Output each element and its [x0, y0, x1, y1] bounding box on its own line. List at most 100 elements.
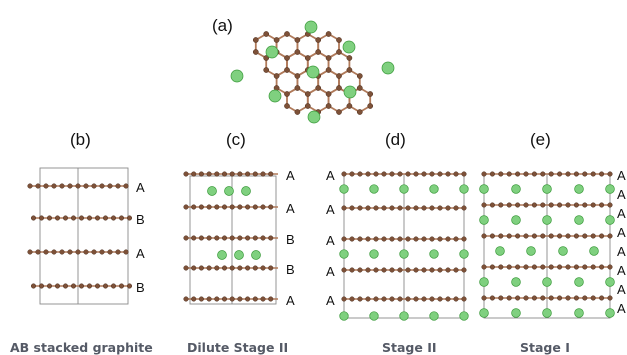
- lithium-atom: [511, 215, 521, 225]
- lithium-atoms-e: [479, 184, 615, 318]
- carbon-atom: [43, 183, 49, 189]
- carbon-atom: [573, 295, 579, 301]
- carbon-atom: [437, 267, 443, 273]
- panel-b: (b) A B A B AB stacked graphite: [10, 130, 153, 355]
- carbon-atom: [421, 205, 427, 211]
- carbon-atom: [389, 205, 395, 211]
- carbon-atom: [389, 267, 395, 273]
- carbon-atom: [252, 171, 258, 177]
- panel-c-label: (c): [226, 130, 246, 149]
- carbon-atom: [367, 103, 374, 109]
- carbon-atom: [445, 171, 451, 177]
- layer-label-b-2: B: [136, 212, 145, 227]
- carbon-atom: [229, 235, 235, 241]
- layer-label-d-1: A: [326, 168, 335, 183]
- carbon-atom: [341, 296, 347, 302]
- carbon-atom: [349, 236, 355, 242]
- graphene-layers-d: [341, 171, 467, 302]
- carbon-atom: [582, 171, 588, 177]
- carbon-atom: [349, 296, 355, 302]
- carbon-atom: [70, 283, 77, 289]
- caption-d: Stage II: [382, 340, 437, 355]
- carbon-atom: [75, 249, 81, 255]
- hexagon-ring: [306, 86, 330, 114]
- carbon-atom: [356, 73, 363, 79]
- carbon-atom: [284, 91, 290, 97]
- carbon-atom: [62, 283, 69, 289]
- carbon-atom: [183, 204, 189, 210]
- lithium-atom: [230, 69, 244, 83]
- carbon-atom: [498, 202, 504, 208]
- carbon-atom: [83, 183, 89, 189]
- carbon-atom: [453, 267, 459, 273]
- layer-label-d-4: A: [326, 264, 335, 279]
- carbon-atom: [260, 265, 266, 271]
- lithium-atom: [339, 311, 349, 321]
- lithium-atom: [479, 308, 489, 318]
- panel-a-label: (a): [212, 16, 233, 35]
- carbon-atom: [397, 205, 403, 211]
- carbon-atom: [531, 295, 537, 301]
- carbon-atom: [461, 205, 467, 211]
- carbon-atom: [590, 171, 596, 177]
- carbon-atom: [429, 296, 435, 302]
- lithium-atom: [589, 246, 599, 256]
- carbon-atom: [123, 249, 129, 255]
- carbon-atom: [540, 264, 546, 270]
- carbon-atom: [341, 205, 347, 211]
- carbon-atom: [67, 183, 73, 189]
- carbon-atom: [357, 267, 363, 273]
- carbon-atom: [46, 215, 53, 221]
- carbon-atom: [429, 171, 435, 177]
- carbon-atom: [356, 109, 363, 115]
- lithium-atom: [251, 250, 261, 260]
- carbon-atom: [245, 235, 251, 241]
- carbon-atom: [346, 55, 353, 61]
- carbon-atom: [548, 233, 554, 239]
- carbon-atom: [273, 73, 280, 79]
- carbon-atom: [515, 264, 521, 270]
- carbon-atom: [421, 267, 427, 273]
- hexagon-ring: [286, 86, 309, 114]
- carbon-atom: [461, 236, 467, 242]
- carbon-atom: [365, 296, 371, 302]
- carbon-atom: [405, 296, 411, 302]
- carbon-atom: [506, 171, 512, 177]
- layer-label-b-3: A: [136, 246, 145, 261]
- carbon-atom: [599, 295, 605, 301]
- carbon-atom: [325, 67, 332, 73]
- carbon-atom: [294, 85, 301, 91]
- carbon-atom: [78, 283, 85, 289]
- carbon-atom: [183, 235, 189, 241]
- carbon-atom: [346, 103, 353, 109]
- lithium-atom: [459, 311, 469, 321]
- carbon-atom: [413, 267, 419, 273]
- lithium-atoms-d: [339, 184, 469, 321]
- carbon-atom: [481, 295, 487, 301]
- carbon-atom: [206, 296, 212, 302]
- carbon-atom: [315, 85, 322, 91]
- carbon-atom: [523, 295, 529, 301]
- carbon-atom: [263, 55, 270, 61]
- caption-b: AB stacked graphite: [10, 340, 153, 355]
- carbon-atom: [183, 171, 189, 177]
- carbon-atom: [607, 233, 613, 239]
- caption-c: Dilute Stage II: [187, 340, 288, 355]
- carbon-atom: [599, 264, 605, 270]
- carbon-atom: [198, 171, 204, 177]
- carbon-atom: [349, 171, 355, 177]
- carbon-atom: [325, 55, 332, 61]
- carbon-atom: [198, 296, 204, 302]
- carbon-atom: [304, 55, 311, 61]
- carbon-atom: [582, 264, 588, 270]
- carbon-atom: [38, 215, 45, 221]
- carbon-atom: [515, 202, 521, 208]
- layer-label-c-3: B: [286, 232, 295, 247]
- lithium-atom: [574, 308, 584, 318]
- carbon-atom: [325, 103, 332, 109]
- lithium-atom: [558, 246, 568, 256]
- carbon-atom: [198, 204, 204, 210]
- carbon-atom: [30, 215, 37, 221]
- carbon-atom: [573, 202, 579, 208]
- carbon-atom: [191, 204, 197, 210]
